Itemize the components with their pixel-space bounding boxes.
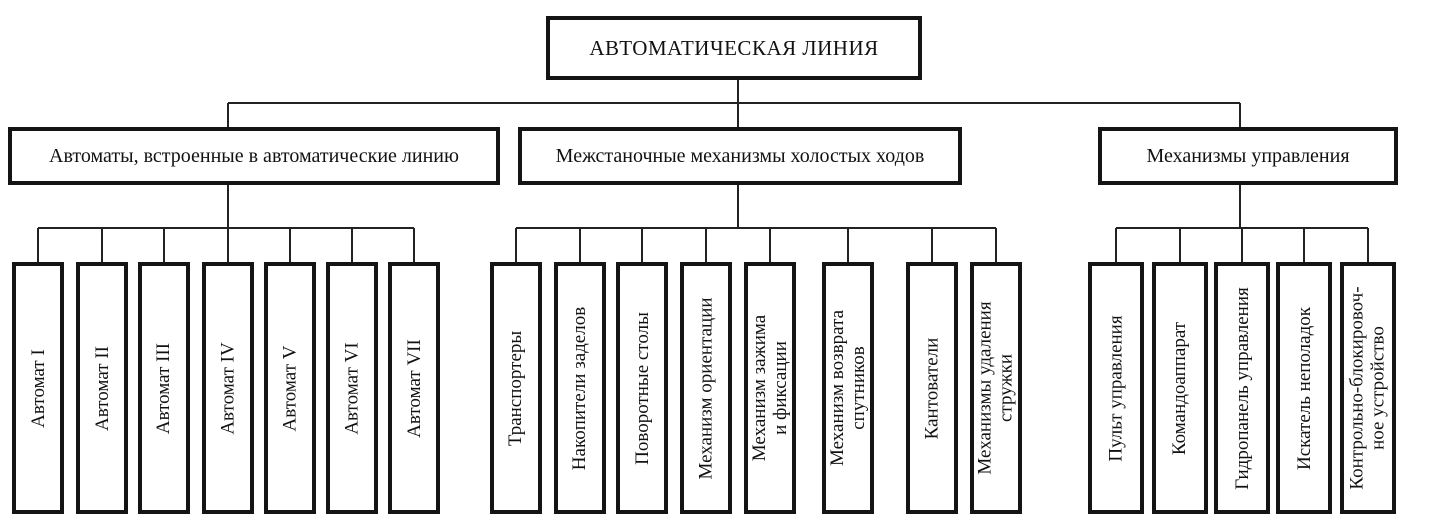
leaf-label-line: и фиксации (770, 341, 792, 435)
leaf-node: Поворотные столы (616, 262, 668, 514)
leaf-label-line: Транспортеры (505, 330, 527, 446)
leaf-node: Механизм ориентации (680, 262, 732, 514)
leaf-node: Автомат VI (326, 262, 378, 514)
leaf-label: Транспортеры (506, 330, 527, 445)
leaf-label-line: Поворотные столы (631, 311, 653, 465)
leaf-label: Контрольно-блокировоч-ное устройство (1347, 286, 1389, 489)
leaf-label: Автомат I (28, 349, 49, 428)
leaf-label: Автомат III (154, 342, 175, 433)
category-label: Механизмы управления (1146, 144, 1350, 167)
leaf-label-line: Автомат II (91, 345, 113, 431)
leaf-label: Кантователи (922, 337, 943, 439)
leaf-label: Поворотные столы (632, 312, 653, 465)
leaf-node: Автомат II (76, 262, 128, 514)
leaf-label-line: Автомат IV (217, 341, 239, 435)
leaf-node: Автомат V (264, 262, 316, 514)
leaf-label-line: Искатель неполадок (1293, 306, 1315, 470)
leaf-label: Автомат VII (404, 339, 425, 438)
leaf-label-line: Гидропанель управления (1231, 286, 1253, 490)
leaf-label-line: Контрольно-блокировоч- (1347, 286, 1369, 490)
leaf-node: Автомат VII (388, 262, 440, 514)
leaf-label-line: Автомат VI (341, 341, 363, 435)
leaf-label-line: Автомат III (153, 342, 175, 434)
leaf-label-line: ное устройство (1368, 326, 1390, 450)
leaf-node: Гидропанель управления (1214, 262, 1270, 514)
leaf-label: Автомат IV (218, 342, 239, 434)
category-idle-mechanisms: Межстаночные механизмы холостых ходов (518, 127, 962, 185)
leaf-node: Контрольно-блокировоч-ное устройство (1340, 262, 1396, 514)
leaf-label: Накопители заделов (570, 306, 591, 469)
leaf-node: Автомат I (12, 262, 64, 514)
leaf-label-line: Автомат V (279, 344, 301, 432)
category-label: Межстаночные механизмы холостых ходов (555, 144, 925, 167)
root-label: АВТОМАТИЧЕСКАЯ ЛИНИЯ (589, 35, 879, 60)
leaf-label-line: стружки (996, 354, 1017, 422)
leaf-label: Гидропанель управления (1232, 287, 1253, 490)
leaf-node: Кантователи (906, 262, 958, 514)
category-control-mechanisms: Механизмы управления (1098, 127, 1398, 185)
leaf-node: Пульт управления (1088, 262, 1144, 514)
leaf-label-line: спутников (848, 346, 869, 430)
leaf-label-line: Накопители заделов (569, 306, 591, 470)
root-node: АВТОМАТИЧЕСКАЯ ЛИНИЯ (546, 16, 922, 80)
leaf-label-line: Автомат I (27, 348, 49, 428)
leaf-label-line: Механизм возврата (827, 309, 848, 467)
leaf-label: Искатель неполадок (1294, 306, 1315, 469)
leaf-label: Пульт управления (1106, 315, 1127, 461)
leaf-label-line: Механизм ориентации (695, 296, 717, 480)
leaf-node: Автомат III (138, 262, 190, 514)
category-automats: Автоматы, встроенные в автоматические ли… (8, 127, 500, 185)
leaf-label-line: Пульт управления (1105, 314, 1127, 462)
leaf-label: Автомат II (92, 346, 113, 431)
leaf-node: Автомат IV (202, 262, 254, 514)
leaf-label: Командоаппарат (1170, 321, 1191, 454)
leaf-label-line: Командоаппарат (1169, 321, 1191, 455)
leaf-node: Командоаппарат (1152, 262, 1208, 514)
leaf-node: Искатель неполадок (1276, 262, 1332, 514)
leaf-label: Автомат VI (342, 342, 363, 434)
leaf-label-line: Кантователи (921, 337, 943, 439)
leaf-label: Автомат V (280, 345, 301, 431)
leaf-label-line: Механизм зажима (749, 314, 771, 462)
category-label: Автоматы, встроенные в автоматические ли… (49, 144, 459, 167)
leaf-label-line: Механизмы удаления (975, 301, 996, 475)
leaf-label: Механизм ориентации (696, 297, 717, 479)
leaf-label-line: Автомат VII (403, 338, 425, 438)
leaf-node: Транспортеры (490, 262, 542, 514)
leaf-node: Накопители заделов (554, 262, 606, 514)
